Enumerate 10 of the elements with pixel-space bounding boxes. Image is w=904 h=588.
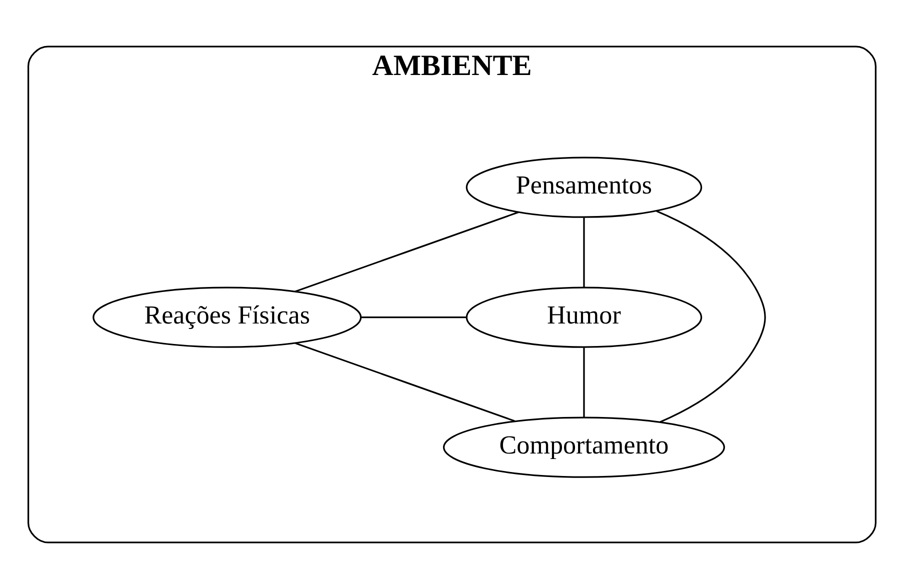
node-ellipse: Humor	[466, 286, 702, 348]
connector	[360, 316, 466, 318]
node-ellipse: Comportamento	[443, 416, 725, 478]
connector	[583, 347, 585, 417]
node-ellipse: Reações Físicas	[92, 286, 362, 348]
connector	[294, 210, 519, 292]
node-ellipse: Pensamentos	[466, 156, 702, 218]
connector	[656, 210, 766, 422]
connector	[295, 342, 515, 422]
connector	[583, 217, 585, 287]
